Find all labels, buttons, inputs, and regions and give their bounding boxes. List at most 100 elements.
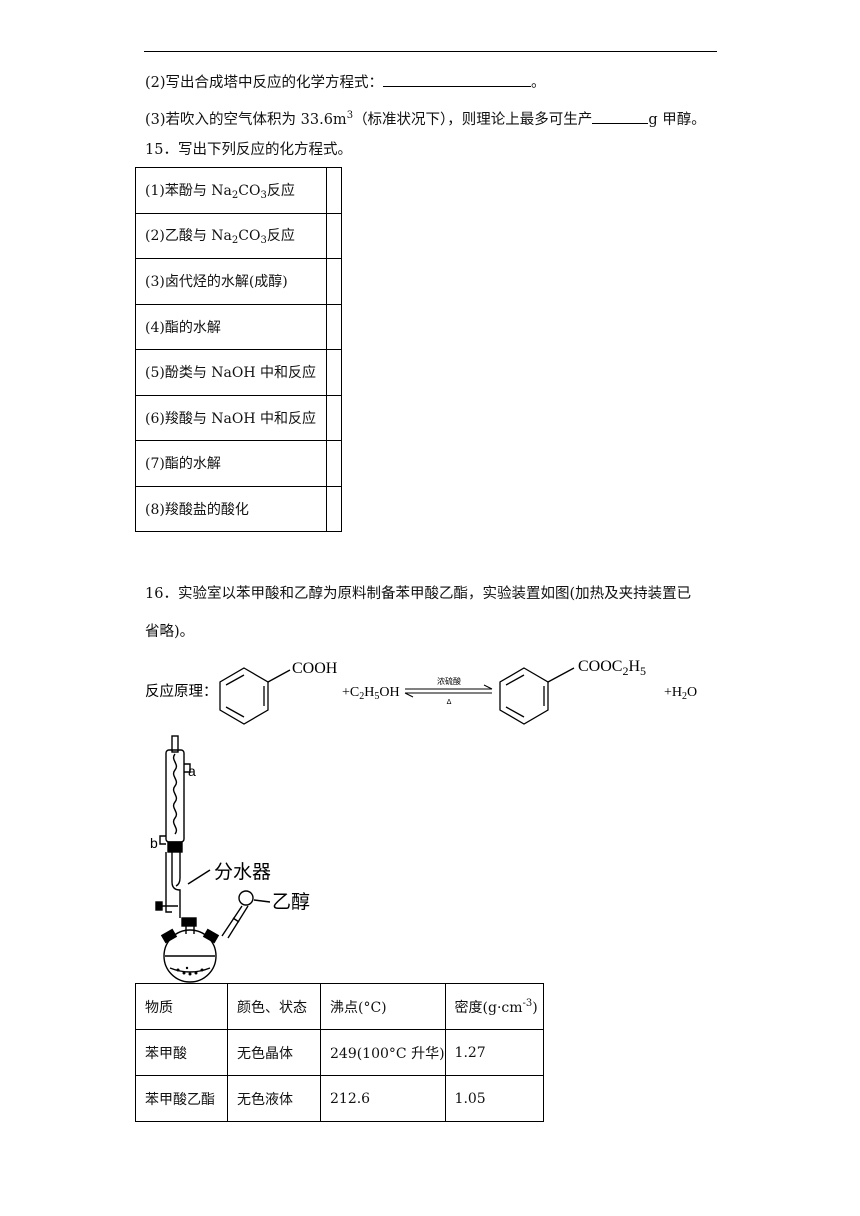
q14-part3-pre: (3)若吹入的空气体积为 33.6m [145,112,347,128]
q16-line1: 16．实验室以苯甲酸和乙醇为原料制备苯甲酸乙酯，实验装置如图(加热及夹持装置已 [145,586,692,602]
table-row: (7)酯的水解 [135,440,342,487]
header-text: 密度(g·cm [454,999,523,1016]
product-sub: 5 [640,664,646,678]
cell-sub: 3 [260,235,267,247]
table-cell: 1.27 [444,1029,544,1076]
table-cell: 苯甲酸 [135,1029,228,1076]
table-cell: 苯甲酸乙酯 [135,1075,228,1122]
answer-blank[interactable] [383,72,532,87]
cell-text: (2)乙酸与 Na [145,228,232,245]
label-separator: 分水器 [214,861,271,883]
answer-cell[interactable] [326,167,342,214]
table-cell: 249(100°C 升华) [320,1029,446,1076]
reagent-part: OH [379,685,399,700]
cell-sub: 2 [231,235,239,247]
cell-text: (1)苯酚与 Na [145,182,232,199]
product-sub: 2 [622,664,628,678]
answer-cell[interactable] [326,212,342,259]
reflux-condenser-icon [159,735,191,853]
header-cell: 密度(g·cm-3) [444,983,544,1030]
cell-text: CO [238,228,261,245]
benzene-ring-product [499,667,575,725]
table-row: (5)酚类与 NaOH 中和反应 [135,349,342,396]
three-neck-flask-icon [160,926,220,983]
q15-equation-table: (1)苯酚与 Na2CO3反应 (2)乙酸与 Na2CO3反应 (3)卤代烃的水… [135,167,342,532]
product-water: +H2O [664,685,697,702]
reagent-part: H [364,685,374,700]
table-cell: (1)苯酚与 Na2CO3反应 [135,167,327,214]
reagent-part: +C [342,685,359,700]
q14-part3-mid: （标准状况下），则理论上最多可生产 [353,112,593,128]
reagent-ethanol: +C2H5OH [342,685,400,702]
q16-line2: 省略)。 [145,624,195,640]
water-sub: 2 [682,691,687,702]
label-b: b [150,835,158,851]
label-ethanol: 乙醇 [272,891,310,913]
table-cell: (4)酯的水解 [135,303,327,350]
cell-sub: 3 [260,189,267,201]
dropping-funnel-icon [221,890,271,939]
product-part: COOC [578,658,622,675]
property-table: 物质 颜色、状态 沸点(°C) 密度(g·cm-3) 苯甲酸 无色晶体 249(… [135,983,544,1122]
label-a: a [188,763,196,779]
table-row: 苯甲酸乙酯 无色液体 212.6 1.05 [135,1075,544,1122]
header-rule [144,51,717,52]
table-row: (2)乙酸与 Na2CO3反应 [135,212,342,259]
q14-part2-text: (2)写出合成塔中反应的化学方程式： [145,75,384,91]
answer-blank[interactable] [592,109,649,124]
table-cell: 无色晶体 [227,1029,321,1076]
table-cell: (3)卤代烃的水解(成醇) [135,258,327,305]
q14-part3-post: g 甲醇。 [648,112,706,128]
water-part: +H [664,685,682,700]
q14-part2-end: 。 [531,75,546,91]
cell-text: CO [238,182,261,199]
table-cell: 212.6 [320,1075,446,1122]
q14-part3-sup: 3 [346,110,354,121]
condition-label: Δ [447,698,452,706]
water-separator-icon [155,852,211,927]
table-header-row: 物质 颜色、状态 沸点(°C) 密度(g·cm-3) [135,983,544,1030]
header-cell: 沸点(°C) [320,983,446,1030]
table-cell: (6)羧酸与 NaOH 中和反应 [135,394,327,441]
header-text: ) [532,999,538,1016]
cell-sub: 2 [231,189,239,201]
table-cell: (7)酯的水解 [135,440,327,487]
answer-cell[interactable] [326,349,342,396]
q14-part3: (3)若吹入的空气体积为 33.6m3（标准状况下），则理论上最多可生产 g 甲醇… [145,106,706,130]
q14-part2: (2)写出合成塔中反应的化学方程式： 。 [145,72,546,93]
reagent-sub: 5 [374,691,379,702]
apparatus-diagram: a b 分水器 乙醇 [150,735,310,983]
table-cell: 1.05 [444,1075,544,1122]
q15-heading: 15．写出下列反应的化方程式。 [145,142,352,158]
table-row: (1)苯酚与 Na2CO3反应 [135,167,342,214]
table-cell: (5)酚类与 NaOH 中和反应 [135,349,327,396]
header-cell: 颜色、状态 [227,983,321,1030]
equilibrium-arrow [404,684,493,698]
benzene-ring-reactant [219,667,291,725]
table-cell: (2)乙酸与 Na2CO3反应 [135,212,327,259]
reactant-group: COOH [292,660,338,677]
answer-cell[interactable] [326,485,342,532]
scheme-label: 反应原理： [145,682,218,700]
cell-text: 反应 [266,182,295,199]
reaction-scheme: 反应原理： COOH +C2H5OH 浓硫酸 Δ COOC2H5 +H2O [145,658,697,725]
header-sup: -3 [522,997,533,1009]
answer-cell[interactable] [326,394,342,441]
answer-cell[interactable] [326,258,342,305]
table-row: (6)羧酸与 NaOH 中和反应 [135,394,342,441]
table-row: 苯甲酸 无色晶体 249(100°C 升华) 1.27 [135,1029,544,1076]
catalyst-label: 浓硫酸 [437,676,461,686]
water-part: O [687,685,697,700]
boiling-chips-icon [176,966,204,976]
table-row: (4)酯的水解 [135,303,342,350]
product-group: COOC2H5 [578,658,646,678]
table-row: (3)卤代烃的水解(成醇) [135,258,342,305]
table-row: (8)羧酸盐的酸化 [135,485,342,532]
answer-cell[interactable] [326,303,342,350]
product-part: H [628,658,640,675]
table-cell: (8)羧酸盐的酸化 [135,485,327,532]
cell-text: 反应 [266,228,295,245]
answer-cell[interactable] [326,440,342,487]
table-cell: 无色液体 [227,1075,321,1122]
reagent-sub: 2 [359,691,364,702]
